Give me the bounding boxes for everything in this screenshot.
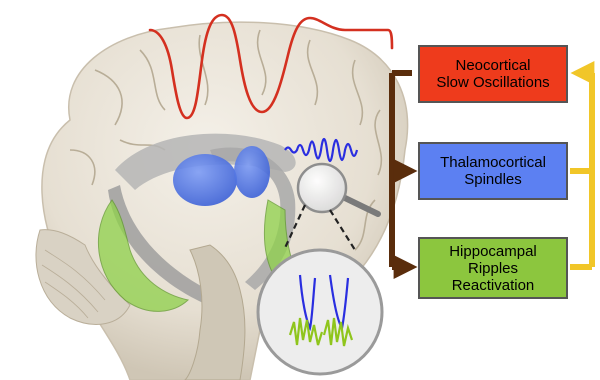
- thalamus-left: [173, 154, 237, 206]
- zoom-inset: [258, 250, 382, 374]
- thalamocortical-box: Thalamocortical Spindles: [418, 142, 568, 200]
- hippocampal-label-line1: Hippocampal: [449, 243, 537, 260]
- thalamocortical-label-line1: Thalamocortical: [440, 154, 546, 171]
- neocortical-label-line2: Slow Oscillations: [436, 74, 549, 91]
- feedback-arrows: [570, 73, 592, 267]
- hippocampal-box: Hippocampal Ripples Reactivation: [418, 237, 568, 299]
- thalamocortical-label-line2: Spindles: [464, 171, 522, 188]
- neocortical-label-line1: Neocortical: [455, 57, 530, 74]
- neocortical-box: Neocortical Slow Oscillations: [418, 45, 568, 103]
- hippocampal-label-line3: Reactivation: [452, 277, 535, 294]
- thalamus-right: [234, 146, 270, 198]
- hippocampal-label-line2: Ripples: [468, 260, 518, 277]
